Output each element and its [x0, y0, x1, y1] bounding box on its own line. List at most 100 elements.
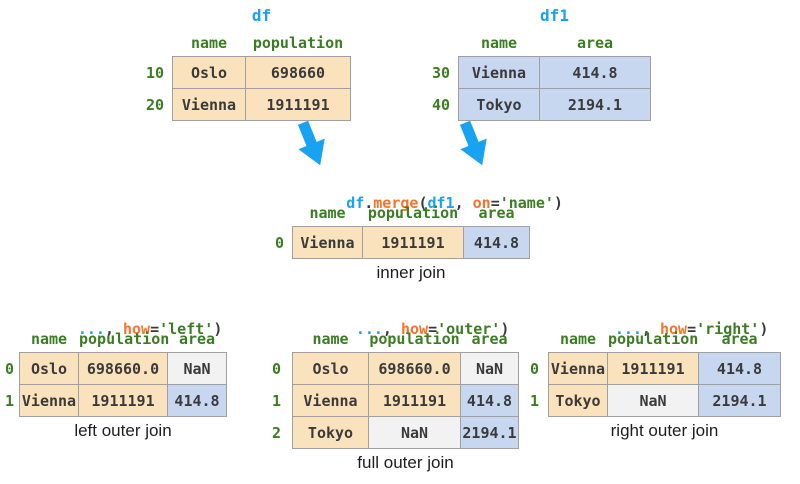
column-header: population [369, 330, 460, 348]
left-join-code: ..., how='left') [19, 302, 227, 338]
code-token: how [400, 320, 429, 338]
code-token: ) [500, 320, 510, 338]
table-body: Oslo 698660.0 NaN Vienna 1911191 414.8 [19, 352, 227, 417]
code-token: df [346, 194, 365, 212]
right-table: 0 1 Vienna 1911191 414.8 Tokyo NaN 2194.… [516, 352, 781, 417]
column-header: area [576, 34, 614, 52]
df-table-group: df name population 10 20 Oslo 698660 Vie… [140, 6, 351, 121]
df1-table-group: df1 name area 30 40 Vienna 414.8 Tokyo 2… [426, 6, 651, 121]
table-cell: 698660.0 [369, 353, 460, 384]
column-header: area [178, 330, 216, 348]
outer-join-caption: full outer join [357, 453, 454, 472]
inner-header-row: name population area [293, 204, 530, 222]
table-cell: Tokyo [293, 417, 368, 448]
index-label: 2 [271, 423, 281, 442]
code-token: how [123, 320, 151, 338]
table-cell: Tokyo [549, 385, 607, 416]
index-label: 30 [431, 63, 450, 82]
table-cell: Vienna [293, 227, 362, 258]
index-column: 0 [260, 226, 292, 258]
right-join-group: ..., how='right') name population area 0… [516, 302, 781, 441]
df1-header-row: name area [459, 34, 651, 52]
table-cell: 1911191 [369, 385, 460, 416]
table-cell: Vienna [20, 385, 78, 416]
column-header: area [478, 204, 515, 222]
outer-table: 0 1 2 Oslo 698660.0 NaN Vienna 1911191 4… [260, 352, 519, 449]
code-token: , [104, 320, 123, 338]
right-join-code: ..., how='right') [548, 302, 781, 338]
code-token: ... [614, 320, 642, 338]
code-token: merge [373, 194, 419, 212]
code-token: 'right' [696, 320, 760, 338]
table-cell: 414.8 [464, 227, 529, 258]
inner-table: 0 Vienna 1911191 414.8 [260, 226, 530, 259]
table-cell: Tokyo [459, 89, 539, 120]
table-cell: Oslo [293, 353, 368, 384]
code-token: = [687, 320, 697, 338]
inner-join-group: df.merge(df1, on='name') name population… [260, 176, 563, 283]
right-header-row: name population area [549, 330, 781, 348]
code-token: ) [553, 194, 563, 212]
outer-join-group: ..., how='outer') name population area 0… [260, 302, 519, 473]
column-header: area [471, 330, 508, 348]
table-cell: 414.8 [540, 57, 650, 88]
table-cell: 2194.1 [699, 385, 780, 416]
index-column: 0 1 [516, 352, 548, 416]
merge-arrow-right-icon [459, 120, 487, 166]
left-join-caption: left outer join [74, 421, 172, 440]
right-join-caption: right outer join [610, 421, 719, 440]
code-token: ) [759, 320, 769, 338]
table-cell: NaN [461, 353, 518, 384]
table-body: Vienna 1911191 414.8 [292, 226, 530, 259]
df-table: 10 20 Oslo 698660 Vienna 1911191 [140, 56, 351, 121]
table-body: Oslo 698660.0 NaN Vienna 1911191 414.8 T… [292, 352, 519, 449]
index-label: 40 [431, 95, 450, 114]
index-label: 0 [4, 359, 14, 378]
code-token: , [382, 320, 401, 338]
index-column: 0 1 2 [260, 352, 292, 448]
code-token: , [641, 320, 660, 338]
index-label: 0 [274, 233, 284, 252]
index-label: 1 [4, 391, 14, 410]
table-cell: Vienna [549, 353, 607, 384]
table-cell: NaN [168, 353, 226, 384]
table-body: Oslo 698660 Vienna 1911191 [172, 56, 351, 121]
column-header: name [312, 330, 349, 348]
code-token: how [659, 320, 688, 338]
df1-title: df1 [540, 6, 569, 25]
column-header: population [367, 204, 459, 222]
index-column: 0 1 [3, 352, 19, 416]
code-token: 'left' [159, 320, 214, 338]
code-token: 'outer' [437, 320, 501, 338]
column-header: name [480, 34, 518, 52]
column-header: name [309, 204, 346, 222]
table-cell: Vienna [293, 385, 368, 416]
index-label: 0 [529, 359, 539, 378]
index-label: 1 [271, 391, 281, 410]
table-cell: Vienna [459, 57, 539, 88]
code-token: = [428, 320, 438, 338]
code-token: df1 [427, 194, 455, 212]
index-label: 10 [145, 63, 164, 82]
code-token: on [472, 194, 491, 212]
code-token: ( [418, 194, 428, 212]
inner-join-caption: inner join [376, 263, 446, 282]
table-cell: Vienna [173, 89, 245, 120]
code-token: ) [213, 320, 223, 338]
column-header: population [252, 34, 344, 52]
column-header: population [79, 330, 170, 348]
index-column: 30 40 [426, 56, 458, 120]
code-token: 'name' [499, 194, 554, 212]
code-token: ... [77, 320, 105, 338]
table-body: Vienna 414.8 Tokyo 2194.1 [458, 56, 651, 121]
index-label: 20 [145, 95, 164, 114]
left-header-row: name population area [20, 330, 227, 348]
outer-join-code: ..., how='outer') [292, 302, 519, 338]
column-header: name [559, 330, 597, 348]
code-token: , [454, 194, 473, 212]
index-column: 10 20 [140, 56, 172, 120]
table-cell: Oslo [173, 57, 245, 88]
index-label: 0 [271, 359, 281, 378]
table-cell: NaN [369, 417, 460, 448]
merge-code: df.merge(df1, on='name') [292, 176, 563, 212]
